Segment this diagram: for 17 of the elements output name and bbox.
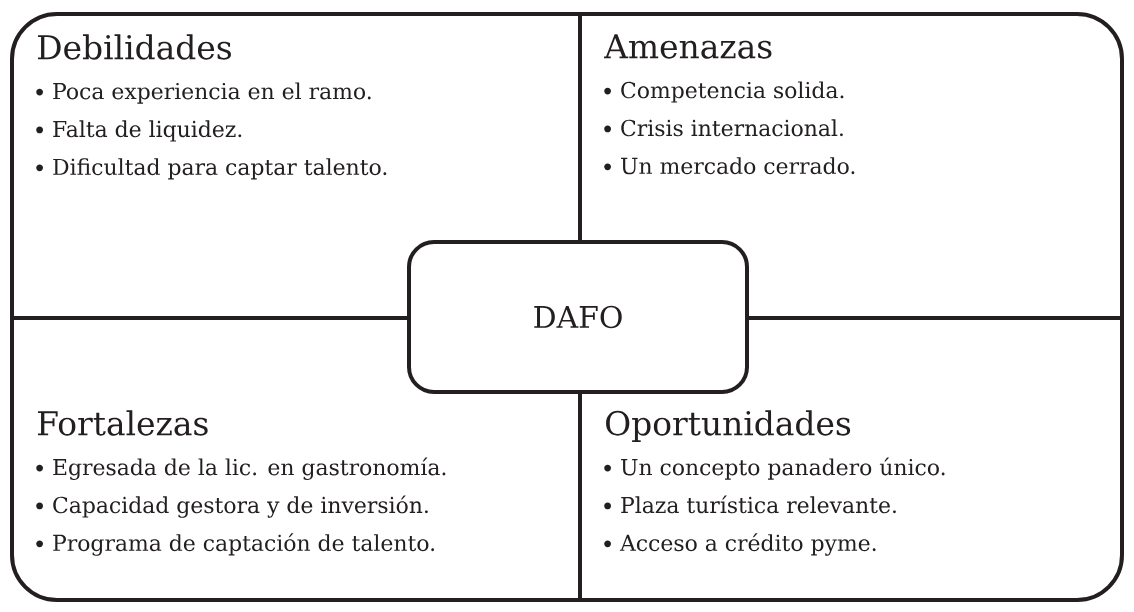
bullet-item: Acceso a crédito pyme. [619,533,876,556]
quadrant-heading: Oportunidades [606,410,851,442]
bullet-item: Capacidad gestora y de inversión. [53,495,428,518]
quadrant-heading: Fortalezas [38,410,208,436]
bullet-item: Un mercado cerrado. [621,157,855,175]
bullet-item: Poca experiencia en el ramo. [53,82,371,104]
bullet-item: Dificultad para captar talento. [53,158,387,180]
bullet-item: Falta de liquidez. [53,120,242,142]
bullet-item: Plaza turística relevante. [621,495,896,514]
bullet-item: Egresada de la lic. en gastronomía. [53,457,446,480]
center-box: DAFO [407,240,749,394]
bullet-item: Competencia solida. [621,81,844,103]
quadrant-heading: Debilidades [38,34,231,60]
bullet-item: Programa de captación de talento. [53,533,435,556]
bullet-item: Crisis internacional. [621,119,843,137]
bullet-item: Un concepto panadero único. [621,457,945,480]
quadrant-heading: Amenazas [604,34,772,59]
